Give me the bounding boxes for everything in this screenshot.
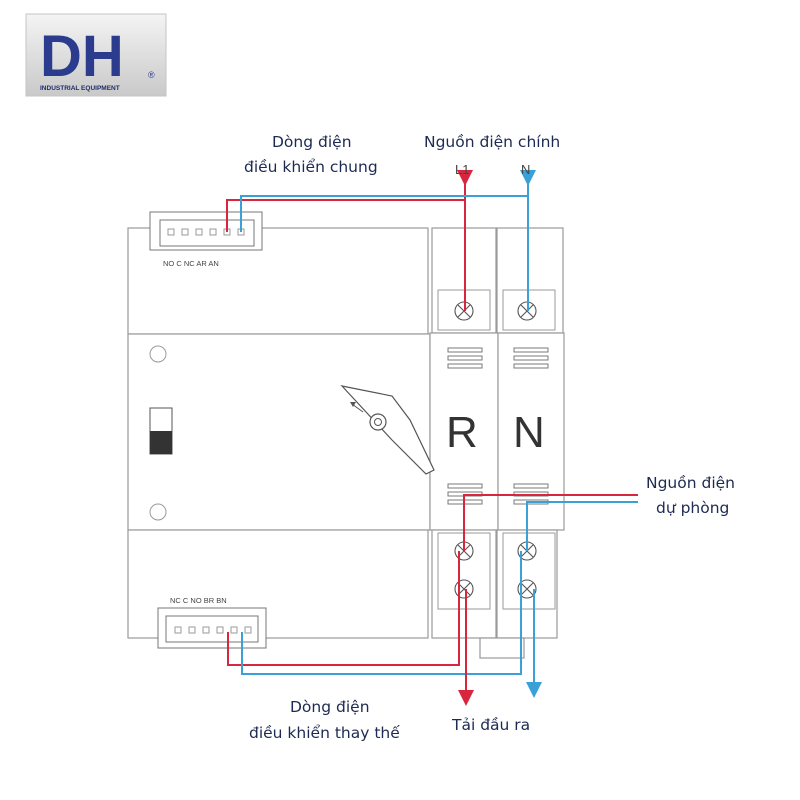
indicator-bottom [149,503,167,521]
brand-logo: DH ® INDUSTRIAL EQUIPMENT [25,13,167,97]
pole-n-label: N [513,408,545,457]
middle-section [127,333,431,531]
label-backup-power-1: Nguồn điện [646,474,735,492]
indicator-top [149,345,167,363]
wiring [226,170,638,706]
label-common-control-1: Dòng điện [272,133,352,151]
wire-alt-control-neutral [241,551,522,675]
aux-terminal-block-top: NO C NC AR AN [149,211,263,268]
label-alt-control-1: Dòng điện [290,698,370,716]
wire-common-control-live [226,199,466,232]
ats-device: R N NO C NC AR AN [127,211,565,659]
label-load-output: Tải đầu ra [451,716,530,734]
logo-registered: ® [148,70,155,80]
label-main-power: Nguồn điện chính [424,133,560,151]
wire-backup-neutral [526,501,638,551]
manual-handle[interactable] [340,385,435,475]
label-l1: L1 [455,162,469,177]
label-backup-power-2: dự phòng [656,499,729,517]
wire-common-control-neutral [240,195,528,232]
label-common-control-2: điều khiển chung [244,158,378,176]
aux-top-terminal-labels: NO C NC AR AN [163,259,219,268]
wire-backup-live [463,494,638,551]
logo-mark: DH [40,24,124,89]
wire-alt-control-live [227,551,460,666]
din-clip [479,637,525,659]
aux-bottom-terminal-labels: NC C NO BR BN [170,596,227,605]
pole-r-label: R [446,408,478,457]
label-alt-control-2: điều khiển thay thế [249,724,400,742]
mode-switch[interactable] [149,407,173,455]
logo-background [25,13,167,97]
logo-subtitle: INDUSTRIAL EQUIPMENT [40,85,120,92]
terminal-frame-n-bottom [502,532,556,610]
label-n: N [521,162,530,177]
